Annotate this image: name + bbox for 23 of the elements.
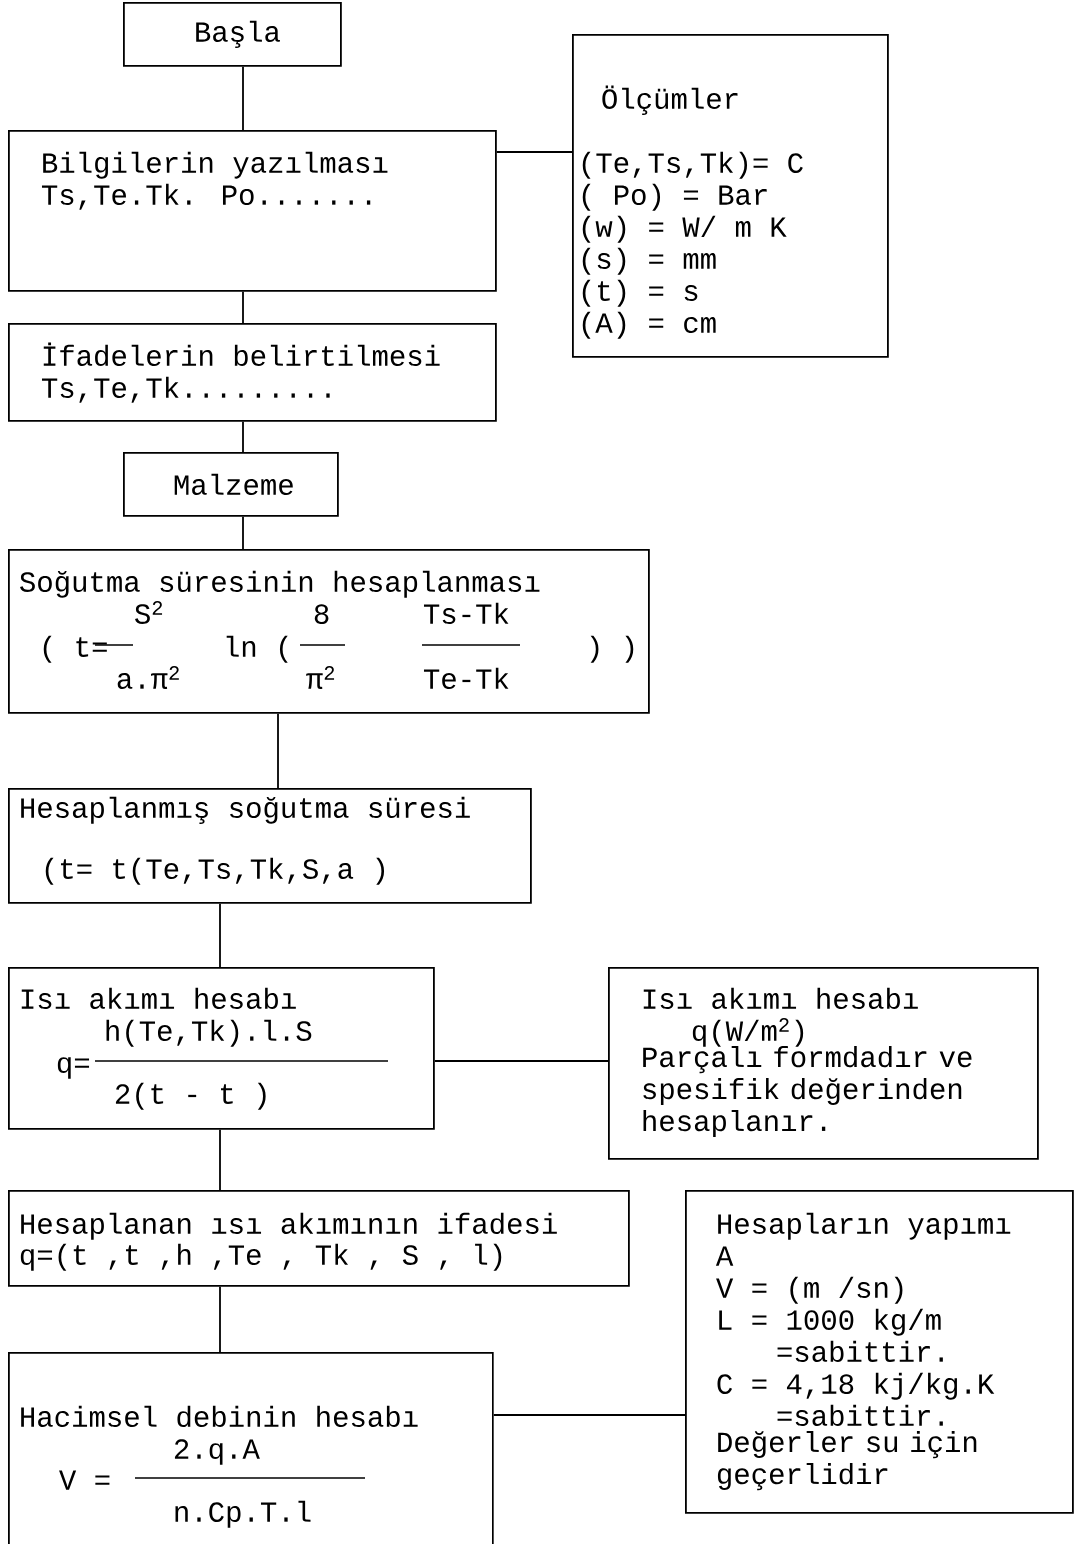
connector-line bbox=[242, 420, 244, 453]
connector-line bbox=[219, 1128, 221, 1191]
process-box: Hesaplanmış soğutma süresi (t= t(Te,Ts,Tk,S,a ) bbox=[8, 788, 532, 904]
connector-line bbox=[242, 65, 244, 131]
connector-line bbox=[242, 515, 244, 550]
process-box: Soğutma süresinin hesaplanması S$^{2}$ ( t= a.π$^{2}$ ln ( 8 π$^{2}$ Ts-Tk Te-Tk ) ) bbox=[8, 549, 650, 714]
connector-line bbox=[219, 1285, 221, 1353]
connector-line bbox=[242, 290, 244, 324]
process-box: Hesaplanan ısı akımının ifadesi q=(t ,t ,h ,Te , Tk , S , l) bbox=[8, 1190, 630, 1287]
connector-line bbox=[492, 1414, 686, 1416]
process-box: Malzeme bbox=[123, 452, 339, 517]
process-box: Isı akımı hesabı q(W/m$^{2}$) Parçalı formdadır ve spesifik değerinden hesaplanır. bbox=[608, 967, 1039, 1160]
connector-line bbox=[219, 902, 221, 968]
connector-line bbox=[495, 151, 573, 153]
process-box: Hesapların yapımı A V = (m /sn) L = 1000 kg/m =sabittir. C = 4,18 kj/kg.K =sabittir. Değerler su için geçerlidir bbox=[685, 1190, 1074, 1514]
process-box: İfadelerin belirtilmesi Ts,Te,Tk......... bbox=[8, 323, 497, 422]
connector-line bbox=[277, 712, 279, 789]
process-box: Ölçümler (Te,Ts,Tk)= C ( Po) = Bar (w) = W/ m K (s) = mm (t) = s (A) = cm bbox=[572, 34, 889, 358]
process-box: Bilgilerin yazılması Ts,Te.Tk. Po....... bbox=[8, 130, 497, 292]
process-box: Başla bbox=[123, 2, 342, 67]
process-box: Hacimsel debinin hesabı 2.q.A V = n.Cp.T.l bbox=[8, 1352, 494, 1544]
process-box: Isı akımı hesabı h(Te,Tk).l.S q= 2(t - t ) bbox=[8, 967, 435, 1130]
connector-line bbox=[433, 1060, 609, 1062]
